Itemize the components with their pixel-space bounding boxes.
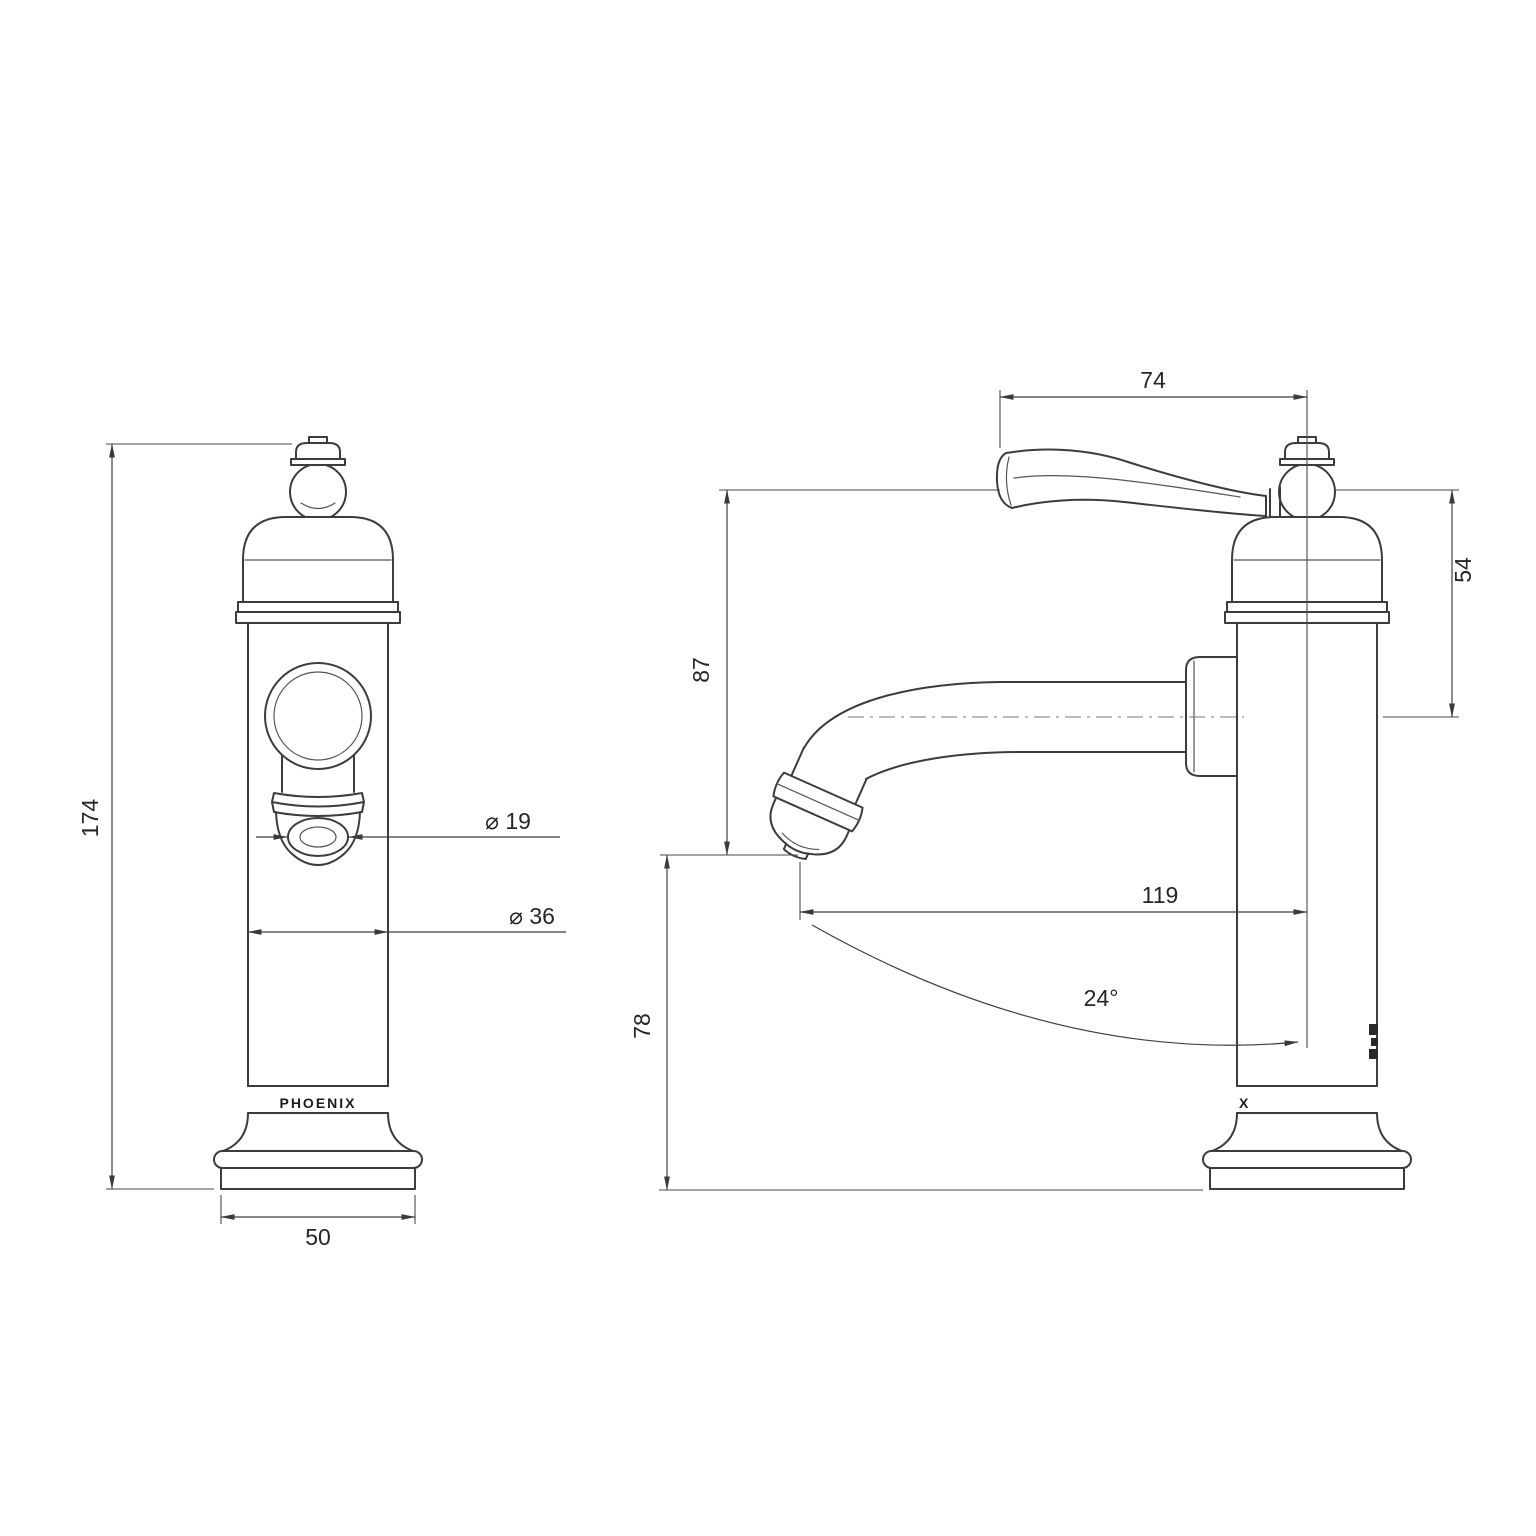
dim-54-label: 54 — [1450, 557, 1476, 583]
side-spout-elbow-outer — [803, 681, 1001, 749]
front-spout-rings — [271, 792, 365, 817]
dim-50-extension-lines — [220, 1195, 416, 1224]
front-base-bead — [213, 1150, 423, 1169]
dim-spout-rise: 87 — [660, 489, 1000, 856]
body-mark-segment — [1369, 1049, 1378, 1059]
front-base-flare — [222, 1112, 414, 1152]
front-knob-sphere — [289, 463, 347, 521]
dim-body-diameter: ⌀ 36 — [247, 903, 566, 935]
front-spout-flange-outer — [264, 662, 372, 770]
side-spout-tube — [999, 681, 1187, 753]
front-body-sides — [247, 622, 389, 1087]
front-view: PHOENIX — [213, 436, 423, 1190]
outlet-aerator-line — [781, 832, 820, 851]
dim-87-label: 87 — [688, 657, 714, 683]
outlet-neck — [790, 746, 868, 806]
dim-aerator-diameter: ⌀ 19 — [256, 808, 560, 840]
side-base-bead — [1202, 1150, 1412, 1169]
brand-logo-text: PHOENIX — [279, 1095, 356, 1111]
side-view: X — [769, 436, 1412, 1190]
front-base-plinth — [220, 1167, 416, 1190]
body-mark-segment — [1369, 1024, 1378, 1035]
dim-174-extension-lines — [106, 443, 292, 1190]
dim-handle-drop: 54 — [1334, 489, 1476, 718]
front-spout-flange-inner — [273, 671, 363, 761]
dim-36-label: ⌀ 36 — [509, 903, 555, 929]
side-base-flare — [1211, 1112, 1403, 1152]
dim-54-extension-lines — [1334, 489, 1459, 718]
front-knob-shade-line — [300, 502, 336, 510]
side-base-plinth — [1209, 1167, 1405, 1190]
outlet-bead-midline — [776, 783, 860, 821]
front-spout-tube — [281, 754, 355, 793]
dim-outlet-clearance: 78 — [629, 854, 1203, 1191]
side-spout-outlet — [769, 746, 868, 860]
dim-78-label: 78 — [629, 1013, 655, 1039]
dim-119-label: 119 — [1142, 882, 1179, 908]
front-spout-endcap — [275, 811, 361, 866]
side-lever-handle — [995, 448, 1267, 517]
side-lever-pivot-collar — [1269, 486, 1281, 519]
side-lever-ridge — [1013, 474, 1241, 498]
front-aerator-inner — [299, 826, 337, 848]
dim-24deg-label: 24° — [1084, 985, 1119, 1011]
dim-spout-reach: 119 — [799, 862, 1308, 920]
dim-24deg-arc — [811, 924, 1299, 1047]
dim-overall-height: 174 — [77, 443, 292, 1190]
dim-handle-reach: 74 — [999, 367, 1308, 1048]
side-body-mark — [1369, 1024, 1378, 1059]
side-lever-tip-facet — [1005, 456, 1012, 506]
dim-174-label: 174 — [77, 799, 103, 838]
front-collar-upper — [237, 601, 399, 613]
dim-74-label: 74 — [1140, 367, 1166, 393]
front-cap-dome — [295, 442, 341, 460]
front-aerator-outer — [287, 817, 349, 857]
dim-base-width: 50 — [220, 1195, 416, 1250]
dim-spout-angle: 24° — [811, 924, 1299, 1047]
outlet-drip-tip — [782, 842, 810, 860]
body-mark-segment — [1371, 1038, 1378, 1046]
front-cap-button — [308, 436, 328, 444]
side-brand-fragment: X — [1239, 1095, 1250, 1111]
side-spout-elbow-inner — [865, 751, 1021, 780]
dim-19-label: ⌀ 19 — [485, 808, 531, 834]
front-collar-lower — [235, 611, 401, 624]
dim-50-label: 50 — [305, 1224, 331, 1250]
